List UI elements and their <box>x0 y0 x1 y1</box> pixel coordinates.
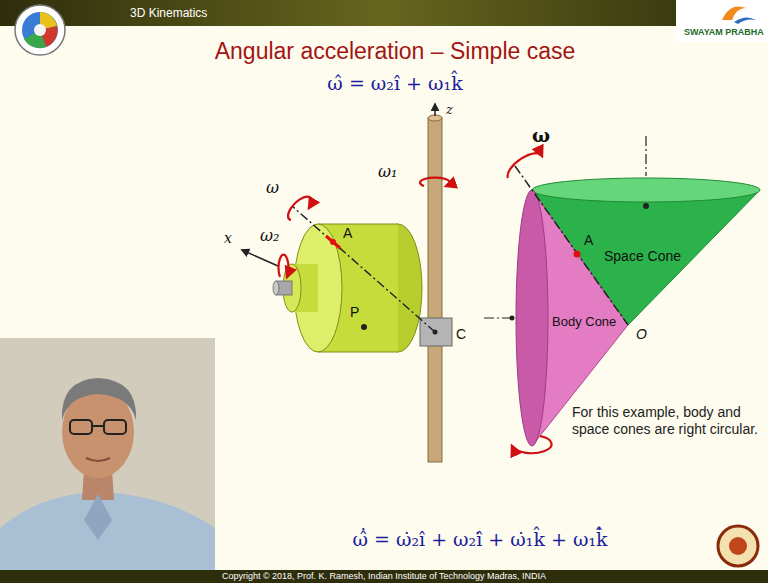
space-cone-axis <box>645 136 646 176</box>
axis-dot <box>510 316 515 321</box>
person-glasses <box>104 420 126 434</box>
body-cone-base <box>516 190 548 446</box>
spin-arrow <box>508 153 542 178</box>
point-a-mark <box>326 236 340 248</box>
person-collar <box>84 494 112 540</box>
point-label: C <box>456 326 466 343</box>
person-shirt <box>0 492 215 583</box>
institute-logo <box>729 537 747 555</box>
axle-stub <box>273 281 279 295</box>
axis-dot <box>643 203 649 209</box>
channel-logo <box>722 7 746 21</box>
person-hair <box>62 378 136 420</box>
vertical-shaft <box>428 118 442 462</box>
point-label: P <box>350 304 359 321</box>
section-name: 3D Kinematics <box>130 6 207 20</box>
spin-arrow <box>288 197 311 220</box>
spin-arrow <box>279 255 289 277</box>
footer-bar <box>0 570 768 583</box>
cone-label: Space Cone <box>604 248 681 265</box>
copyright-note: Copyright © 2018, Prof. K. Ramesh, India… <box>222 571 546 582</box>
note: For this example, body and space cones a… <box>572 404 764 438</box>
point-label: A <box>584 232 593 249</box>
course-logo <box>34 24 46 36</box>
channel-logo <box>734 17 756 24</box>
disk-edge <box>318 352 398 353</box>
cone-label: Body Cone <box>552 314 616 330</box>
disk-edge <box>318 224 398 225</box>
point-label: O <box>636 326 647 343</box>
person-glasses <box>70 420 92 434</box>
collar <box>420 318 452 346</box>
equation: ω̂ = ω₂î + ω₁k̂ <box>327 72 462 95</box>
person-glasses <box>92 425 104 427</box>
slide-title: Angular acceleration – Simple case <box>215 38 576 66</box>
space-cone-base <box>532 178 760 202</box>
body-cone-axis <box>484 317 512 318</box>
course-logo <box>15 5 65 55</box>
rotation-axis <box>292 206 435 332</box>
channel-name: SWAYAM PRABHA <box>684 27 764 38</box>
angular-velocity-label: ω <box>266 178 279 197</box>
x-axis-arrow <box>242 250 278 266</box>
angular-velocity-label: ω₁ <box>378 162 397 181</box>
instantaneous-axis <box>515 166 628 325</box>
equation: ω̂̇ = ω̇₂î + ω₂î̇ + ω̇₁k̂ + ω₁k̂̇ <box>352 528 607 551</box>
spin-arrow <box>512 436 552 453</box>
angular-velocity-label: ω <box>532 124 550 147</box>
person-mouth <box>86 458 110 461</box>
course-logo <box>22 12 58 48</box>
video-ground <box>0 338 215 583</box>
point-a-dot <box>574 251 581 258</box>
point-a-dot <box>330 239 336 245</box>
spin-arrow <box>420 178 450 186</box>
point-p-dot <box>361 324 367 330</box>
z-axis-arrow <box>434 104 436 116</box>
axis-label: z <box>446 102 453 118</box>
point-c-dot <box>433 330 438 335</box>
top-bar <box>0 0 768 26</box>
point-label: A <box>343 225 352 242</box>
angular-velocity-label: ω₂ <box>260 226 279 245</box>
channel-logo-ground <box>676 0 768 42</box>
axis-label: x <box>224 230 232 247</box>
institute-logo <box>718 526 758 566</box>
